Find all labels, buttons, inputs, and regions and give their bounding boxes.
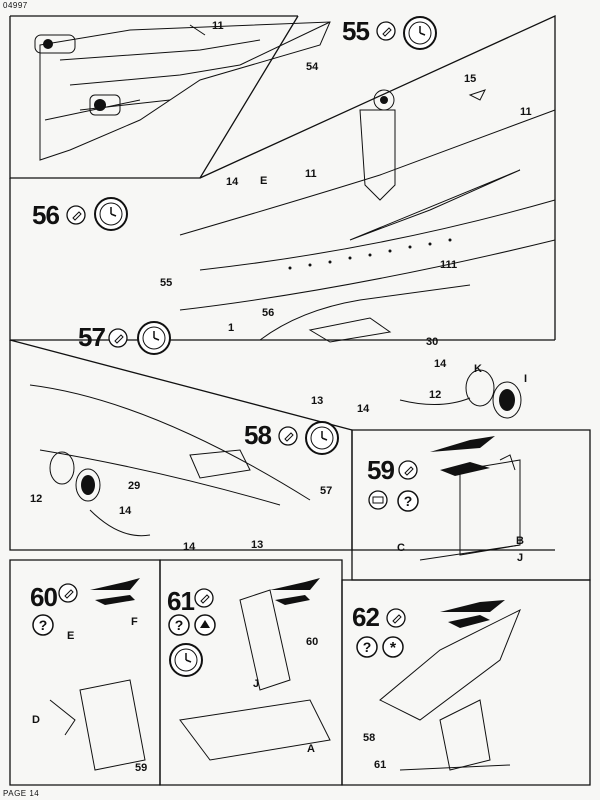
step-61-number: 61 xyxy=(167,586,195,616)
part-label: 29 xyxy=(128,480,141,492)
svg-text:?: ? xyxy=(404,493,413,509)
part-label: J xyxy=(517,552,524,564)
drying-time-clock-icon xyxy=(402,15,438,51)
step-55-number: 55 xyxy=(342,16,370,46)
page-number: PAGE 14 xyxy=(3,789,40,798)
part-label: 61 xyxy=(374,759,387,771)
part-label: 13 xyxy=(251,539,264,551)
document-number: 04997 xyxy=(3,1,28,10)
svg-text:?: ? xyxy=(175,617,184,633)
part-label: 111 xyxy=(440,259,458,271)
svg-text:*: * xyxy=(390,640,397,657)
part-label: F xyxy=(131,616,138,628)
step-59-number: 59 xyxy=(367,455,395,485)
part-label: 14 xyxy=(183,541,196,553)
part-label: 14 xyxy=(357,403,370,415)
question-mark-icon: ? xyxy=(168,614,190,636)
part-label: 11 xyxy=(305,168,317,180)
part-label: 58 xyxy=(363,732,376,744)
drying-time-clock-icon xyxy=(304,420,340,456)
part-label: 57 xyxy=(320,485,333,497)
part-label: D xyxy=(32,714,40,726)
part-label: 60 xyxy=(306,636,319,648)
part-label: C xyxy=(397,542,405,554)
question-mark-icon: ? xyxy=(32,614,54,636)
step-55-frame xyxy=(9,15,299,179)
question-mark-icon: ? xyxy=(397,490,419,512)
part-label: 1 xyxy=(228,322,235,334)
part-label: 14 xyxy=(226,176,239,188)
part-label: 30 xyxy=(426,336,439,348)
glue-drop-icon xyxy=(398,460,418,480)
step-60-number: 60 xyxy=(30,582,58,612)
part-label: K xyxy=(474,363,482,375)
decal-icon xyxy=(368,490,388,510)
drying-time-clock-icon xyxy=(93,196,129,232)
step-58-number: 58 xyxy=(244,420,272,450)
paint-icon xyxy=(194,614,216,636)
drying-time-clock-icon xyxy=(168,642,204,678)
step-56-number: 56 xyxy=(32,200,60,230)
part-label: 54 xyxy=(306,61,319,73)
glue-drop-icon xyxy=(108,328,128,348)
glue-drop-icon xyxy=(386,608,406,628)
step-57-number: 57 xyxy=(78,322,106,352)
svg-text:?: ? xyxy=(363,639,372,655)
part-label: 14 xyxy=(119,505,132,517)
part-label: 11 xyxy=(520,106,532,118)
part-label: 55 xyxy=(160,277,173,289)
glue-drop-icon xyxy=(58,583,78,603)
glue-drop-icon xyxy=(376,21,396,41)
part-label: E xyxy=(67,630,75,642)
glue-drop-icon xyxy=(66,205,86,225)
part-label: 14 xyxy=(434,358,447,370)
part-label: E xyxy=(260,175,268,187)
part-label: 12 xyxy=(429,389,442,401)
glue-drop-icon xyxy=(194,588,214,608)
step-62-number: 62 xyxy=(352,602,380,632)
part-label: J xyxy=(253,678,260,690)
svg-text:?: ? xyxy=(39,617,48,633)
part-label: A xyxy=(307,743,315,755)
asterisk-icon: * xyxy=(382,636,404,658)
drying-time-clock-icon xyxy=(136,320,172,356)
part-label: 13 xyxy=(311,395,324,407)
part-label: 15 xyxy=(464,73,477,85)
part-label: 11 xyxy=(212,20,224,32)
part-label: 56 xyxy=(262,307,275,319)
question-mark-icon: ? xyxy=(356,636,378,658)
part-label: 12 xyxy=(30,493,43,505)
part-label: 59 xyxy=(135,762,148,774)
glue-drop-icon xyxy=(278,426,298,446)
part-label: B xyxy=(516,535,524,547)
part-label: I xyxy=(524,373,528,385)
